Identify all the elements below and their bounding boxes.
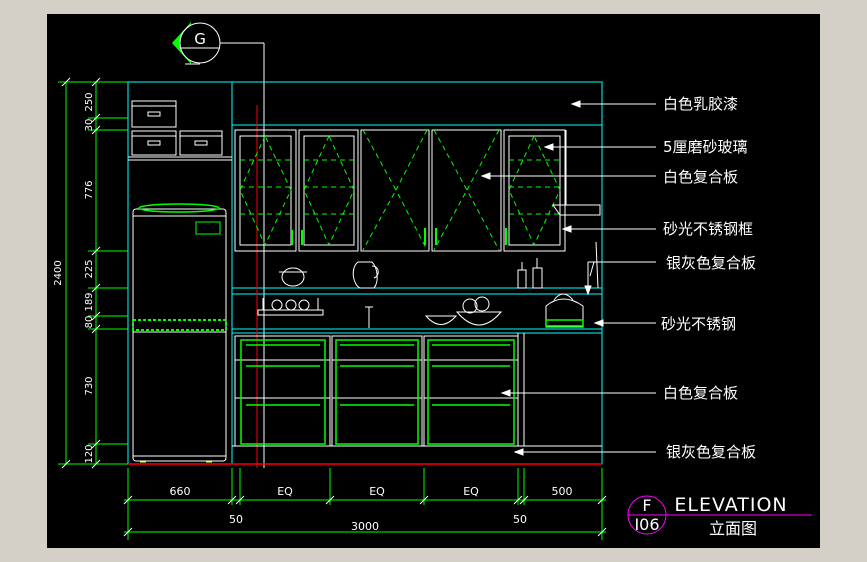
dim-h-segment: EQ — [463, 485, 479, 498]
backsplash-items — [279, 241, 599, 289]
dim-v-segment: 80 — [84, 316, 95, 329]
dim-v-segment: 225 — [84, 259, 95, 278]
fridge-door-handle — [132, 319, 227, 331]
lower-cabinet-frames — [240, 339, 515, 445]
dim-h-segment: EQ — [277, 485, 293, 498]
dim-h-segment: 660 — [170, 485, 191, 498]
dim-h-segment: 500 — [552, 485, 573, 498]
dim-v-segment: 730 — [84, 376, 95, 395]
dim-total-height: 2400 — [53, 260, 64, 285]
lower-cabinets — [234, 333, 525, 447]
kettle-base — [545, 319, 584, 328]
callout-labels: 白色乳胶漆 5厘磨砂玻璃 白色复合板 砂光不锈钢框 银灰色复合板 砂光不锈钢 白… — [661, 95, 756, 461]
title-ref-number: I06 — [634, 515, 659, 534]
refrigerator — [132, 208, 227, 462]
dim-v-segment: 776 — [84, 180, 95, 199]
callout-label: 白色乳胶漆 — [663, 95, 738, 113]
callout-leaders — [480, 100, 656, 456]
dim-total-width: 3000 — [351, 520, 379, 533]
wall-outline — [127, 81, 603, 465]
upper-cabinet-glass-pattern — [239, 129, 561, 251]
fridge-top-detail — [138, 203, 220, 213]
elevation-title: ELEVATION — [674, 494, 787, 516]
dim-v-segment: 189 — [84, 292, 95, 311]
title-block: F I06 ELEVATION 立面图 — [627, 494, 812, 538]
upper-cabinets — [234, 129, 566, 252]
callout-label: 银灰色复合板 — [666, 443, 756, 461]
dim-h-segment: 50 — [513, 513, 527, 526]
horizontal-dimension-ticks — [123, 495, 607, 537]
dim-v-segment: 250 — [84, 92, 95, 111]
upper-cabinet-handles — [291, 228, 507, 245]
callout-label: 5厘磨砂玻璃 — [663, 138, 748, 156]
section-marker: G — [172, 22, 265, 468]
storage-boxes — [128, 100, 232, 161]
elevation-subtitle: 立面图 — [709, 519, 757, 538]
dim-h-segment: 50 — [229, 513, 243, 526]
dim-h-segment: EQ — [369, 485, 385, 498]
dim-v-segment: 120 — [84, 444, 95, 463]
section-marker-letter: G — [194, 30, 206, 48]
vertical-dimension-ticks — [61, 77, 101, 469]
range-hood — [552, 130, 601, 216]
vertical-dimensions — [58, 81, 128, 465]
callout-label: 砂光不锈钢框 — [663, 220, 753, 238]
callout-label: 白色复合板 — [663, 168, 738, 186]
callout-label: 白色复合板 — [663, 384, 738, 402]
counter-items — [257, 293, 584, 328]
title-ref-letter: F — [642, 496, 651, 515]
callout-label: 砂光不锈钢 — [661, 315, 736, 333]
callout-label: 银灰色复合板 — [666, 254, 756, 272]
dim-v-segment: 30 — [84, 119, 95, 132]
horizontal-dimensions — [124, 468, 606, 540]
